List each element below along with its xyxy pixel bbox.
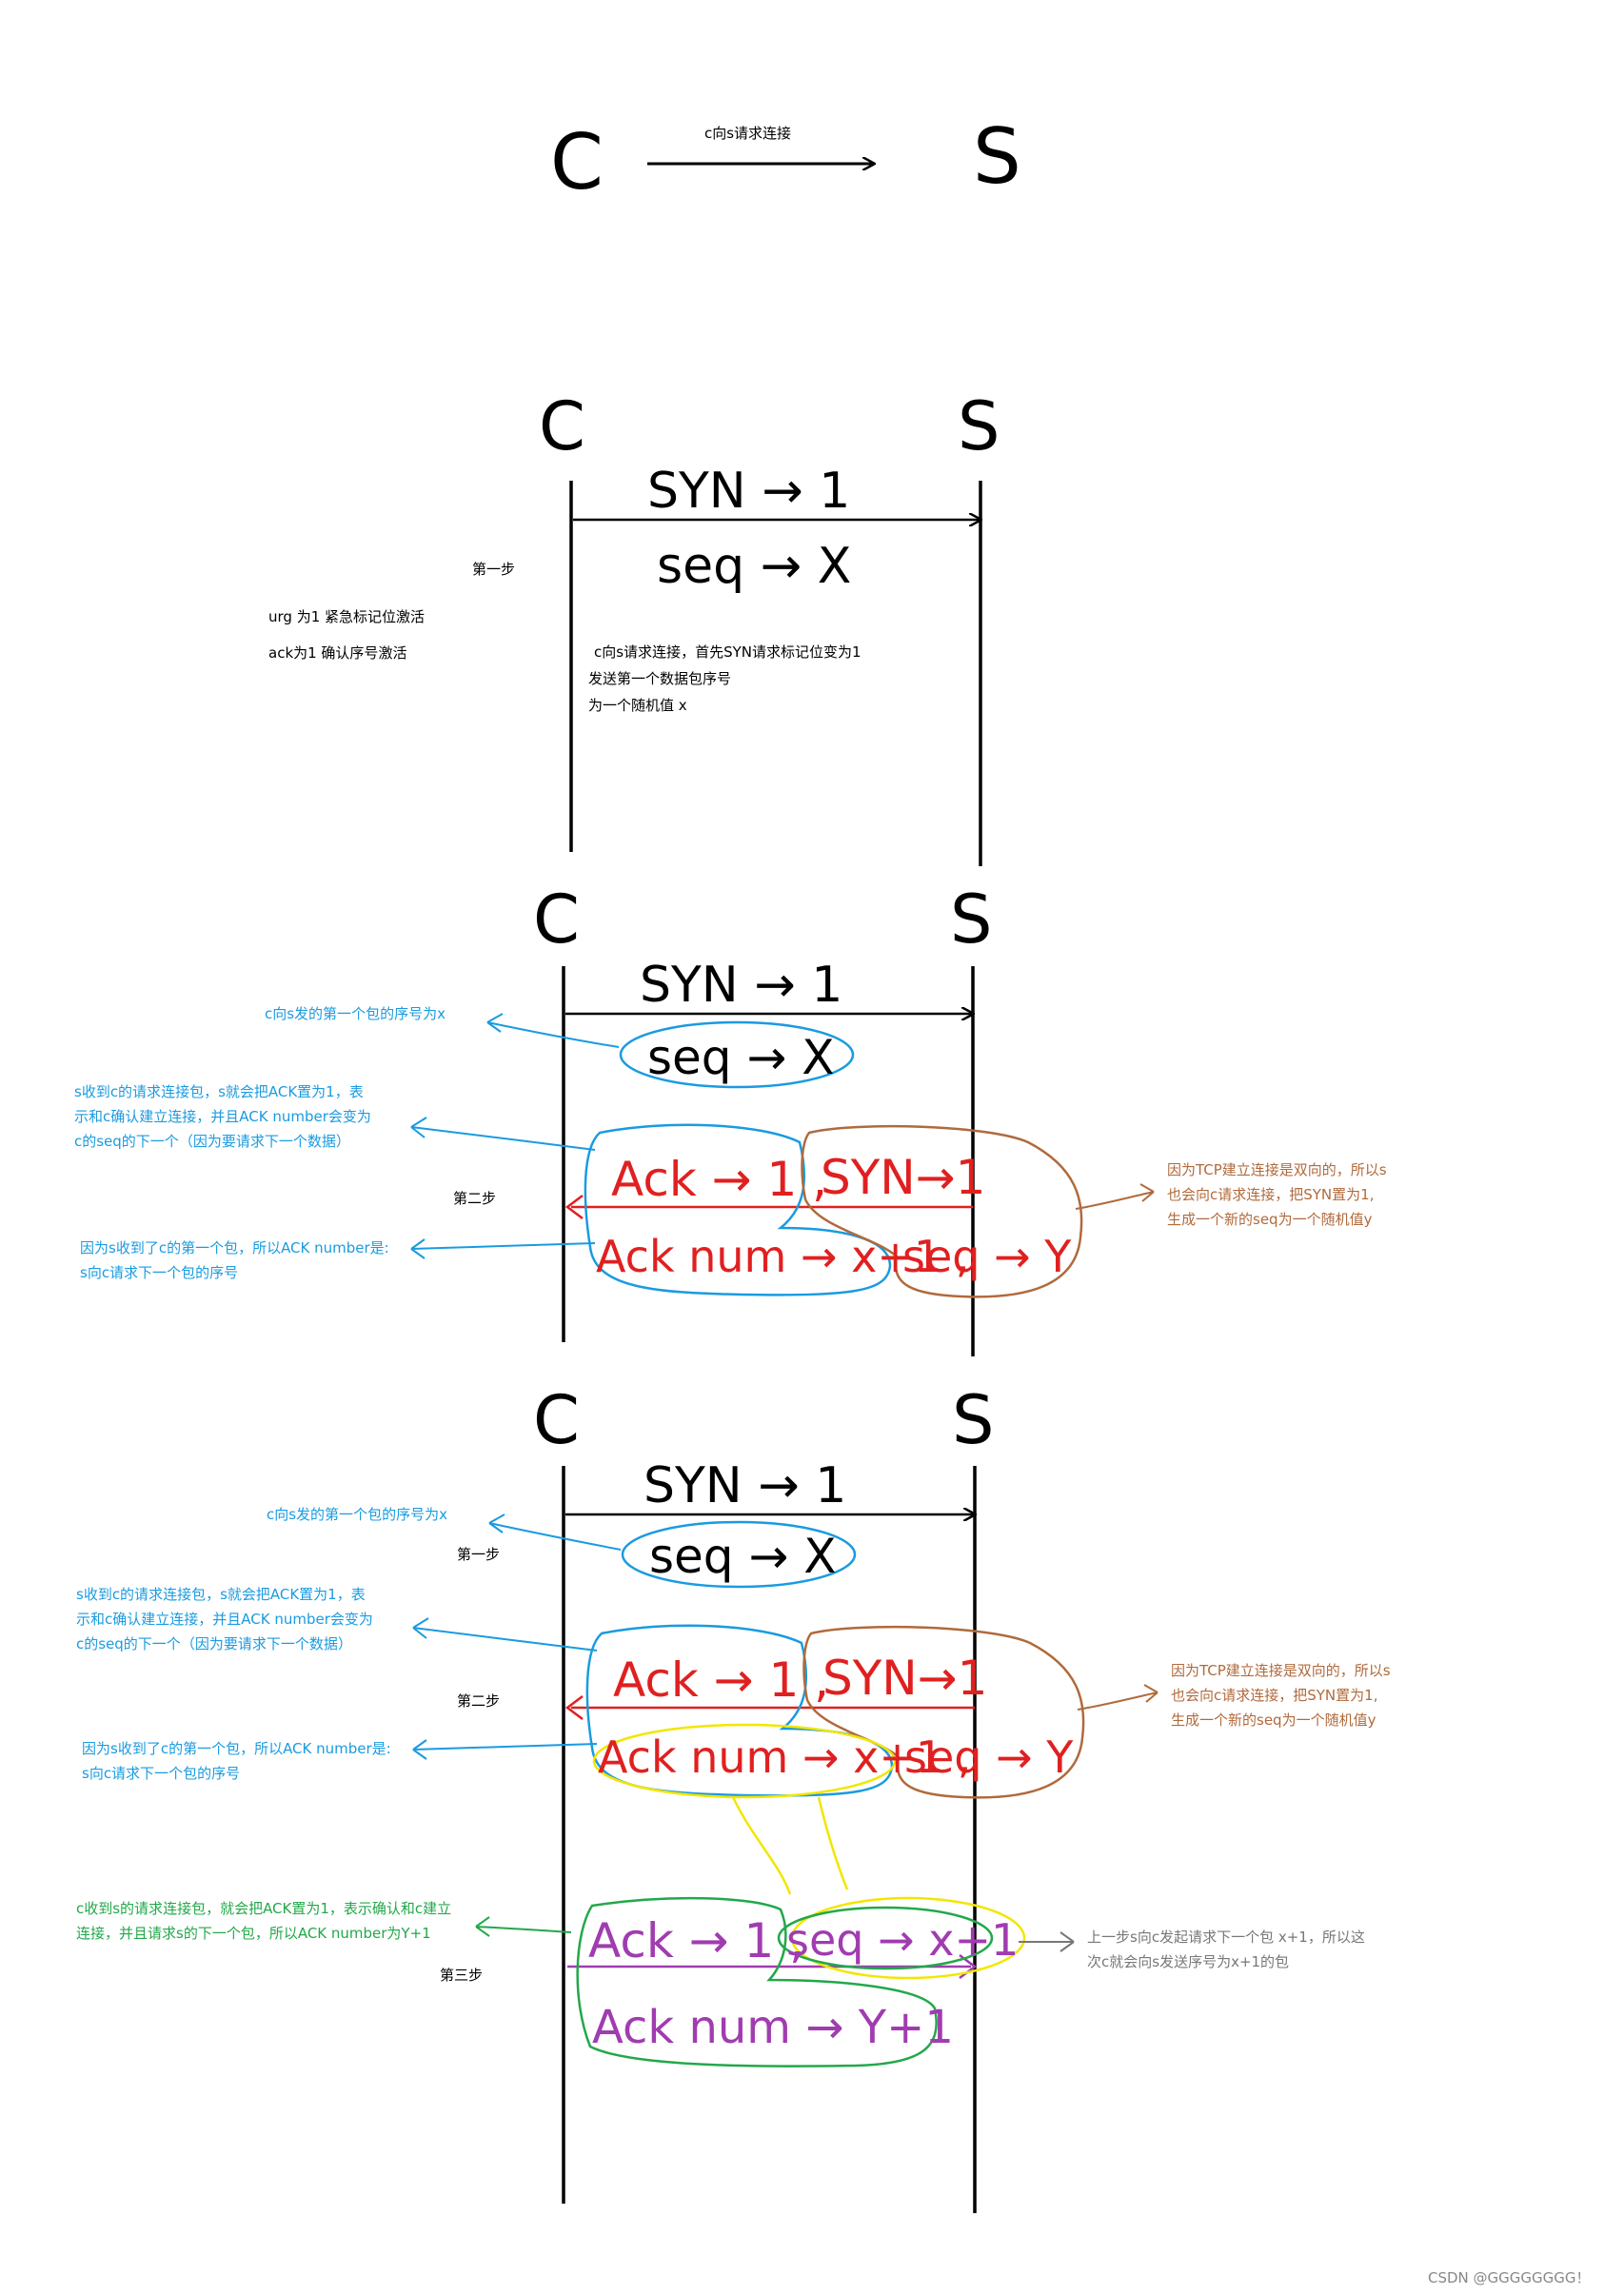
figure-3: C S SYN → 1 seq → X c向s发的第一个包的序号为x Ack →…: [74, 880, 1387, 1356]
fig4-note-green-line-1: c收到s的请求连接包，就会把ACK置为1，表示确认和c建立: [76, 1900, 451, 1917]
fig3-syn-text: SYN → 1: [640, 957, 842, 1014]
fig4-note-seq-pointer: [488, 1514, 622, 1551]
fig4-seq3-highlight: [790, 1896, 1026, 1980]
fig4-step3-label: 第三步: [440, 1967, 483, 1984]
fig3-note-syn-line-3: 生成一个新的seq为一个随机值y: [1167, 1211, 1373, 1228]
fig1-s-label: S: [973, 112, 1021, 201]
fig2-desc-line-1: c向s请求连接，首先SYN请求标记位变为1: [594, 643, 862, 661]
fig4-note-ack-pointer: [412, 1617, 598, 1652]
fig2-urg-note: urg 为1 紧急标记位激活: [268, 608, 425, 625]
fig3-note-acknum-line-2: s向c请求下一个包的序号: [80, 1264, 238, 1281]
fig4-acknum-highlight: [592, 1723, 897, 1799]
fig4-note-ack-line-1: s收到c的请求连接包，s就会把ACK置为1，表: [76, 1586, 366, 1603]
fig4-acknum3-text: Ack num → Y+1: [592, 2001, 954, 2054]
fig4-note-green-pointer: [475, 1916, 572, 1937]
fig4-seq-text: seq → X: [649, 1529, 836, 1584]
fig3-syn-bubble: [801, 1124, 1083, 1298]
fig4-note-gray-pointer: [1019, 1931, 1075, 1952]
fig4-c-label: C: [533, 1381, 580, 1459]
fig3-c-label: C: [533, 880, 580, 959]
fig4-yellow-connector: [731, 1796, 849, 1895]
fig3-note-ack-line-1: s收到c的请求连接包，s就会把ACK置为1，表: [74, 1083, 364, 1100]
watermark: CSDN @GGGGGGGG！: [1428, 2269, 1591, 2286]
fig4-ack-arrowhead: [564, 1695, 584, 1720]
figure-2: C S SYN → 1 seq → X 第一步 urg 为1 紧急标记位激活 a…: [268, 387, 1000, 866]
fig4-ack-text: Ack → 1 ,: [613, 1652, 829, 1708]
fig4-step1-label: 第一步: [457, 1546, 500, 1563]
fig1-caption: c向s请求连接: [704, 125, 791, 142]
fig4-acknum-text: Ack num → x+1 ,: [598, 1731, 971, 1783]
fig4-note-gray-line-1: 上一步s向c发起请求下一个包 x+1，所以这: [1087, 1929, 1365, 1946]
fig3-acknum-text: Ack num → x+1 ,: [596, 1231, 969, 1282]
fig3-note-ack-line-3: c的seq的下一个（因为要请求下一个数据）: [74, 1133, 350, 1150]
fig4-note-acknum-pointer: [412, 1739, 598, 1760]
figure-4: C S SYN → 1 seq → X c向s发的第一个包的序号为x 第一步 A…: [76, 1381, 1391, 2213]
fig2-seq-text: seq → X: [657, 538, 851, 595]
fig4-note-ack-line-3: c的seq的下一个（因为要请求下一个数据）: [76, 1635, 352, 1652]
fig3-note-seq: c向s发的第一个包的序号为x: [265, 1005, 446, 1022]
fig3-note-seq-pointer: [486, 1013, 620, 1048]
fig4-note-syn-line-2: 也会向c请求连接，把SYN置为1,: [1171, 1687, 1377, 1704]
fig4-note-syn-line-3: 生成一个新的seq为一个随机值y: [1171, 1711, 1376, 1729]
fig2-c-label: C: [539, 387, 585, 465]
fig4-seq3-text: seq → x+1: [786, 1914, 1019, 1966]
fig4-note-acknum-line-2: s向c请求下一个包的序号: [82, 1765, 240, 1782]
fig3-note-acknum-pointer: [410, 1238, 596, 1259]
fig3-note-ack-pointer: [410, 1117, 596, 1151]
fig4-seq-bubble: [621, 1520, 857, 1589]
fig3-seq2-text: seq → Y: [902, 1231, 1072, 1282]
fig3-note-syn-pointer: [1075, 1183, 1155, 1210]
fig4-s-label: S: [952, 1381, 994, 1459]
fig4-note-syn-line-1: 因为TCP建立连接是双向的，所以s: [1171, 1662, 1391, 1679]
fig4-note-syn-pointer: [1077, 1684, 1159, 1711]
fig4-syn2-text: SYN→1: [822, 1651, 987, 1706]
fig3-note-ack-line-2: 示和c确认建立连接，并且ACK number会变为: [74, 1108, 371, 1125]
fig4-syn-bubble: [802, 1625, 1085, 1799]
fig3-ack-arrowhead: [564, 1195, 584, 1219]
fig3-s-label: S: [950, 880, 992, 959]
fig4-note-gray-line-2: 次c就会向s发送序号为x+1的包: [1087, 1953, 1289, 1970]
fig2-step-label: 第一步: [472, 561, 515, 578]
fig4-note-seq: c向s发的第一个包的序号为x: [267, 1506, 447, 1523]
fig4-seq3-bubble: [777, 1906, 994, 1970]
fig3-note-syn-line-1: 因为TCP建立连接是双向的，所以s: [1167, 1161, 1387, 1178]
fig4-ack3-text: Ack → 1 ,: [588, 1913, 804, 1969]
fig3-syn2-text: SYN→1: [821, 1150, 985, 1205]
fig4-note-acknum-line-1: 因为s收到了c的第一个包，所以ACK number是:: [82, 1740, 391, 1757]
fig2-desc-line-2: 发送第一个数据包序号: [588, 670, 731, 687]
fig1-c-label: C: [550, 118, 604, 207]
fig4-syn-text: SYN → 1: [644, 1457, 846, 1514]
fig3-note-syn-line-2: 也会向c请求连接，把SYN置为1,: [1167, 1186, 1374, 1203]
fig2-ack-note: ack为1 确认序号激活: [268, 644, 406, 662]
figure-1: C S c向s请求连接: [550, 112, 1021, 207]
fig3-ack-bubble: [584, 1123, 892, 1296]
fig4-seq2-text: seq → Y: [904, 1731, 1074, 1783]
fig2-syn-text: SYN → 1: [647, 463, 850, 520]
fig3-seq-text: seq → X: [647, 1030, 834, 1085]
fig4-ack3-bubble: [576, 1896, 938, 2067]
fig3-seq-bubble: [619, 1020, 855, 1089]
fig3-ack-text: Ack → 1 ,: [611, 1152, 827, 1207]
fig4-step2-label: 第二步: [457, 1692, 500, 1710]
fig3-step-label: 第二步: [453, 1190, 496, 1207]
fig4-note-ack-line-2: 示和c确认建立连接，并且ACK number会变为: [76, 1611, 373, 1628]
fig2-s-label: S: [958, 387, 1000, 465]
fig3-note-acknum-line-1: 因为s收到了c的第一个包，所以ACK number是:: [80, 1239, 389, 1256]
fig4-note-green-line-1b: 连接，并且请求s的下一个包，所以ACK number为Y+1: [76, 1925, 431, 1942]
fig2-desc-line-3: 为一个随机值 x: [588, 697, 687, 714]
